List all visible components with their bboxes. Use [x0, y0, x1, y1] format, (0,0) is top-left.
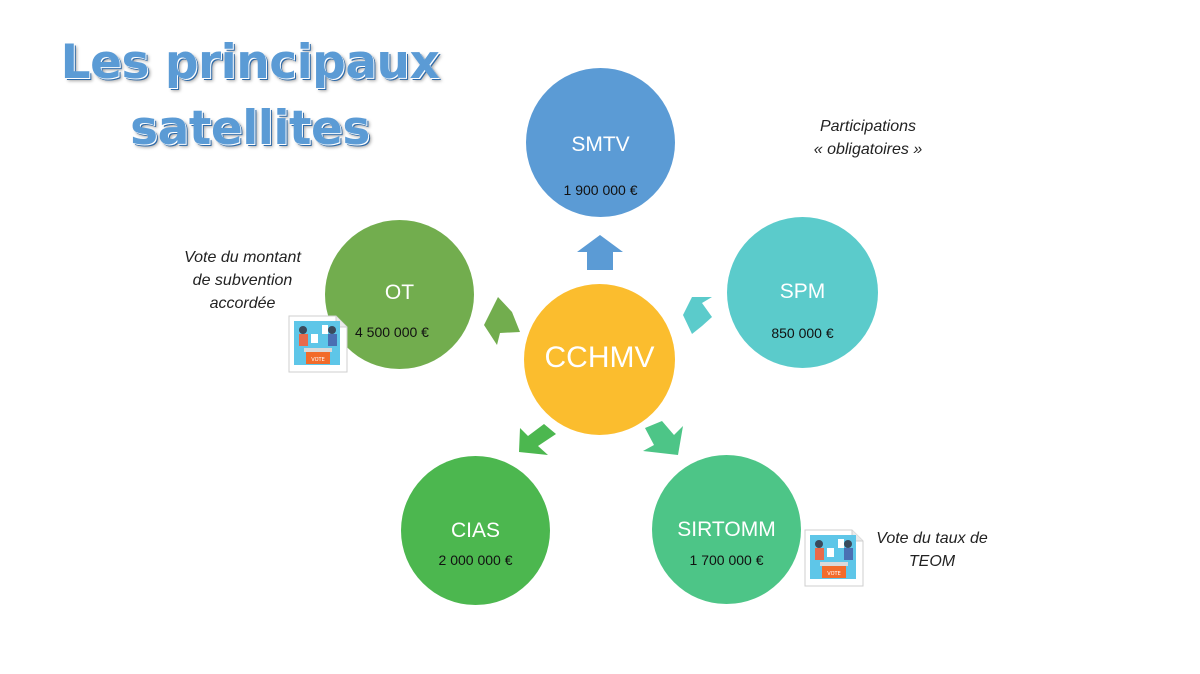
note-vote-montant-line-3: accordée — [209, 295, 276, 312]
note-vote-taux-line-1: Vote du taux de — [876, 530, 988, 547]
cias-label: CIAS — [450, 519, 500, 542]
note-vote-taux: Vote du taux de TEOM — [858, 527, 1006, 573]
ballot-box-icon: VOTE — [288, 315, 348, 373]
spm-amount: 850 000 € — [771, 325, 834, 341]
circle-smtv: SMTV 1 900 000 € — [526, 68, 675, 217]
page-title: Les principaux satellites — [60, 30, 440, 162]
note-vote-montant-line-2: de subvention — [192, 272, 293, 289]
circle-cias: CIAS 2 000 000 € — [401, 456, 550, 605]
ballot-box-label: VOTE — [827, 571, 840, 577]
arrow-to-cias — [519, 424, 556, 455]
arrow-to-spm — [683, 297, 712, 334]
page-title-line-1: Les principaux — [60, 35, 440, 90]
ballot-box-icon-body: VOTE — [804, 529, 864, 587]
arrow-to-sirtomm — [643, 421, 683, 455]
page-title-line-2: satellites — [130, 101, 370, 156]
note-participations-line-2: « obligatoires » — [813, 141, 923, 158]
note-participations-line-1: Participations — [819, 118, 917, 135]
note-vote-taux-line-2: TEOM — [908, 553, 956, 570]
note-vote-montant-line-1: Vote du montant — [184, 249, 301, 266]
cias-amount: 2 000 000 € — [438, 552, 513, 568]
circle-spm: SPM 850 000 € — [727, 217, 878, 368]
spm-label: SPM — [779, 280, 826, 303]
note-participations: Participations « obligatoires » — [780, 115, 956, 161]
ot-amount: 4 500 000 € — [355, 324, 429, 340]
circle-ot: OT 4 500 000 € — [325, 220, 474, 369]
note-vote-montant: Vote du montant de subvention accordée — [160, 246, 325, 315]
sirtomm-label: SIRTOMM — [677, 518, 776, 541]
arrow-to-ot — [484, 297, 520, 345]
circle-sirtomm: SIRTOMM 1 700 000 € — [652, 455, 801, 604]
cchmv-label: CCHMV — [544, 341, 655, 374]
smtv-label: SMTV — [571, 133, 630, 156]
smtv-amount: 1 900 000 € — [563, 182, 638, 198]
ballot-box-icon: VOTE — [804, 529, 864, 587]
circle-cchmv: CCHMV — [524, 284, 675, 435]
ballot-box-label: VOTE — [311, 357, 324, 363]
sirtomm-amount: 1 700 000 € — [689, 552, 764, 568]
ot-label: OT — [384, 281, 415, 304]
ballot-box-icon-body: VOTE — [288, 315, 348, 373]
arrow-to-smtv — [577, 235, 623, 270]
